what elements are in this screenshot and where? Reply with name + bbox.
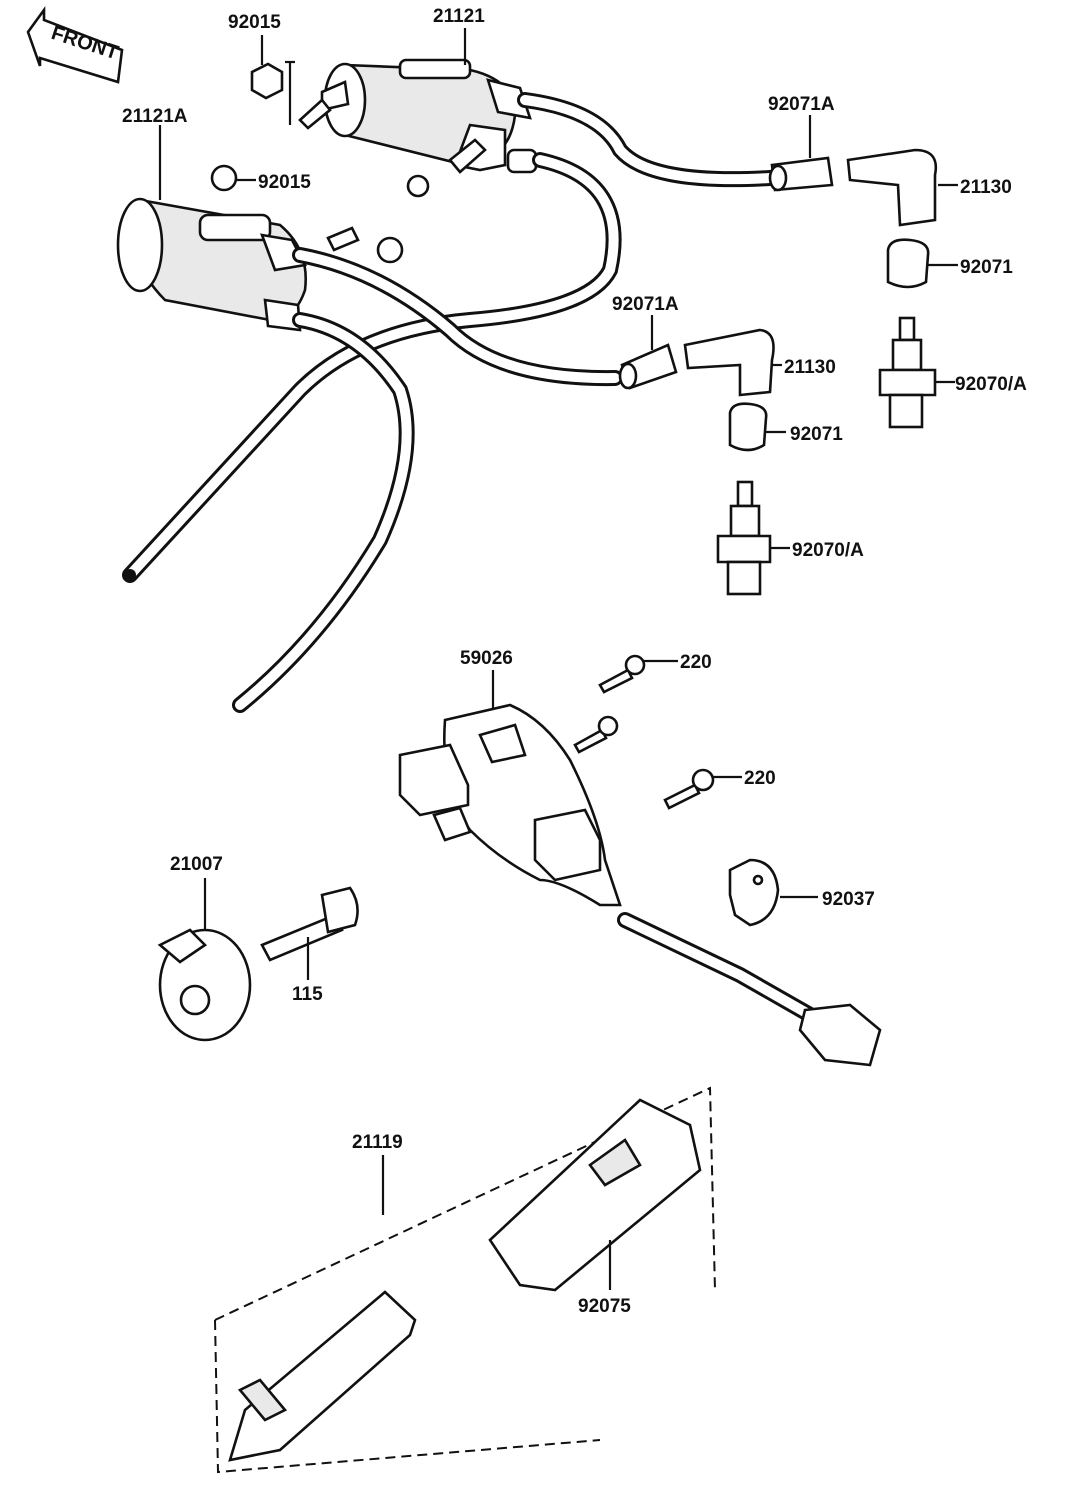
screw-220-top xyxy=(598,654,646,694)
spark-plug-92070A-mid xyxy=(716,480,772,596)
plug-cap-21130-mid xyxy=(683,328,775,397)
cap-seal-92071A-mid xyxy=(618,343,678,390)
label-92070A-top: 92070/A xyxy=(955,374,1027,395)
label-92071A-mid: 92071A xyxy=(612,294,679,315)
label-21130-top: 21130 xyxy=(960,177,1012,198)
leader-lines xyxy=(158,28,958,1290)
screw-220-mid xyxy=(663,768,715,810)
label-21130-mid: 21130 xyxy=(784,357,836,378)
label-220-top: 220 xyxy=(680,652,712,673)
front-arrow: FRONT xyxy=(26,6,124,84)
clamp-92037 xyxy=(728,858,780,927)
label-59026: 59026 xyxy=(460,648,513,669)
spark-plug-92070A-top xyxy=(878,316,937,429)
label-92071-mid: 92071 xyxy=(790,424,843,445)
cap-92071-top xyxy=(886,238,930,289)
pickup-coil-assembly-59026 xyxy=(398,703,882,1067)
high-tension-leads xyxy=(122,92,778,713)
plug-cap-21130-top xyxy=(846,148,938,227)
label-92037: 92037 xyxy=(822,889,875,910)
label-21121: 21121 xyxy=(433,6,485,27)
label-21119: 21119 xyxy=(352,1132,403,1153)
label-92015-top: 92015 xyxy=(228,12,281,33)
label-21007: 21007 xyxy=(170,854,223,875)
label-92070A-mid: 92070/A xyxy=(792,540,864,561)
part-labels: 92015 21121 21121A 92015 92071A 21130 92… xyxy=(122,6,1027,1317)
screw-220-unlabeled xyxy=(573,715,619,754)
label-92075: 92075 xyxy=(578,1296,631,1317)
ignition-coil-21121A xyxy=(116,164,404,332)
nut-92015-top xyxy=(250,60,295,125)
label-92071A-top: 92071A xyxy=(768,94,835,115)
bolt-115 xyxy=(260,886,359,962)
label-92071-top: 92071 xyxy=(960,257,1013,278)
label-115: 115 xyxy=(292,984,323,1005)
label-92015-mid: 92015 xyxy=(258,172,311,193)
label-21121A: 21121A xyxy=(122,106,188,127)
ic-igniter-kit-21119 xyxy=(214,1086,716,1474)
timing-rotor-21007 xyxy=(157,928,252,1042)
ignition-coil-21121 xyxy=(298,58,538,198)
cap-seal-92071A-top xyxy=(768,156,834,192)
rubber-cushion-92075 xyxy=(488,1098,702,1292)
label-220-mid: 220 xyxy=(744,768,776,789)
cap-92071-mid xyxy=(728,402,768,452)
